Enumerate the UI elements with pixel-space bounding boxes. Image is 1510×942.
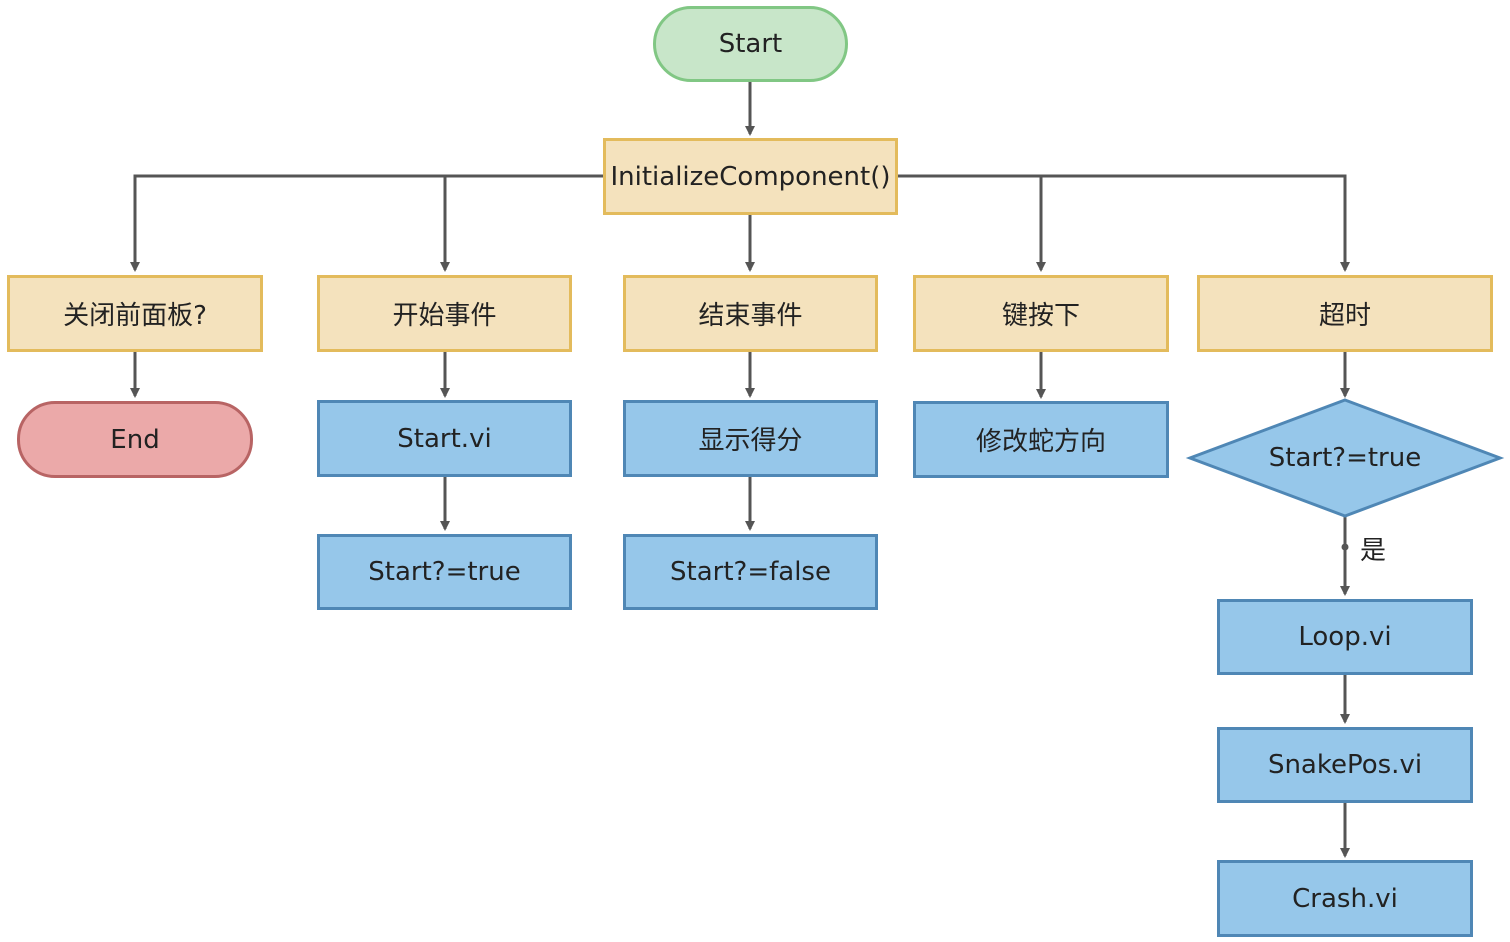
set-start-true-node: Start?=true [317, 534, 572, 610]
close-panel-event-node: 关闭前面板? [7, 275, 263, 352]
show-score-node: 显示得分 [623, 400, 878, 477]
edge-init-close [130, 174, 603, 272]
crash-vi-node: Crash.vi [1217, 860, 1473, 937]
set-start-false-node: Start?=false [623, 534, 878, 610]
start-node: Start [653, 6, 848, 82]
initialize-component-node: InitializeComponent() [603, 138, 898, 215]
snakepos-vi-node: SnakePos.vi [1217, 727, 1473, 803]
condition-diamond [1185, 398, 1505, 518]
start-vi-node: Start.vi [317, 400, 572, 477]
condition-label: Start?=true [1268, 443, 1422, 473]
start-event-node: 开始事件 [317, 275, 572, 352]
yes-branch-label: 是 [1360, 536, 1387, 566]
loop-vi-node: Loop.vi [1217, 599, 1473, 675]
yes-branch-dot [1341, 543, 1349, 551]
end-node: End [17, 401, 253, 478]
key-down-event-node: 键按下 [913, 275, 1169, 352]
end-event-node: 结束事件 [623, 275, 878, 352]
change-direction-node: 修改蛇方向 [913, 401, 1169, 478]
timeout-event-node: 超时 [1197, 275, 1493, 352]
edge-init-keydown [898, 174, 1350, 272]
